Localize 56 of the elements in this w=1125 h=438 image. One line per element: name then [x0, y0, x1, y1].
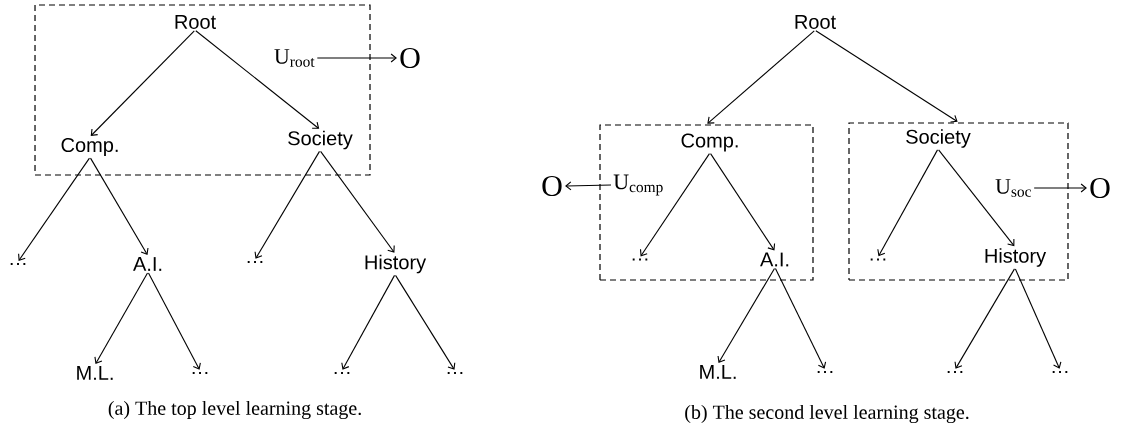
- node-label: O: [1090, 177, 1110, 199]
- node-label: A.I.: [760, 252, 789, 267]
- arrow: [320, 150, 395, 253]
- node-label: …: [247, 260, 263, 264]
- node-label: A.I.: [133, 257, 162, 271]
- node-label: …: [870, 258, 886, 261]
- node-label: …: [334, 371, 350, 375]
- node-label: O: [542, 175, 562, 197]
- node-label: …: [10, 262, 26, 266]
- arrow: [90, 30, 195, 137]
- arrow: [877, 149, 939, 257]
- arrow: [94, 272, 149, 365]
- arrow: [1033, 183, 1087, 193]
- node-label: …: [632, 258, 648, 261]
- node-label: U$_{comp}$: [613, 174, 663, 196]
- arrow: [316, 53, 397, 63]
- arrow: [639, 153, 710, 257]
- arrow: [954, 268, 1016, 369]
- node-label: …: [817, 370, 833, 374]
- arrow: [147, 272, 201, 370]
- node-label: …: [447, 371, 463, 375]
- node-label: Society: [906, 129, 971, 148]
- node-label: O: [400, 47, 420, 69]
- node-label: M.L.: [77, 366, 113, 380]
- node-label: Comp.: [61, 137, 118, 157]
- arrow: [254, 150, 321, 259]
- arrow: [565, 181, 612, 191]
- node-label: Root: [795, 15, 836, 29]
- arrow: [395, 274, 456, 370]
- node-label: Society: [288, 130, 353, 150]
- node-label: History: [985, 248, 1047, 267]
- arrow: [774, 267, 827, 369]
- node-label: U$_{soc}$: [995, 179, 1031, 197]
- dashed-box: [599, 124, 814, 281]
- arrow: [707, 30, 815, 124]
- node-label: Comp.: [681, 133, 738, 152]
- node-label: …: [947, 370, 963, 374]
- arrow: [717, 267, 776, 364]
- node-label: …: [1052, 370, 1068, 374]
- node-label: U$_{root}$: [274, 49, 315, 67]
- node-label: History: [365, 254, 427, 274]
- arrow: [89, 157, 149, 256]
- node-label: Root: [175, 15, 216, 29]
- dashed-box: [34, 4, 371, 176]
- arrow: [341, 274, 396, 370]
- arrow: [938, 149, 1015, 247]
- caption: (b) The second level learning stage.: [685, 404, 969, 424]
- arrow: [1014, 268, 1062, 369]
- node-label: …: [192, 371, 208, 375]
- caption: (a) The top level learning stage.: [108, 400, 361, 420]
- arrow: [710, 153, 776, 251]
- arrow: [815, 30, 958, 123]
- arrow: [195, 30, 320, 129]
- dashed-box: [848, 122, 1069, 281]
- node-label: M.L.: [700, 365, 736, 379]
- arrow: [18, 157, 90, 261]
